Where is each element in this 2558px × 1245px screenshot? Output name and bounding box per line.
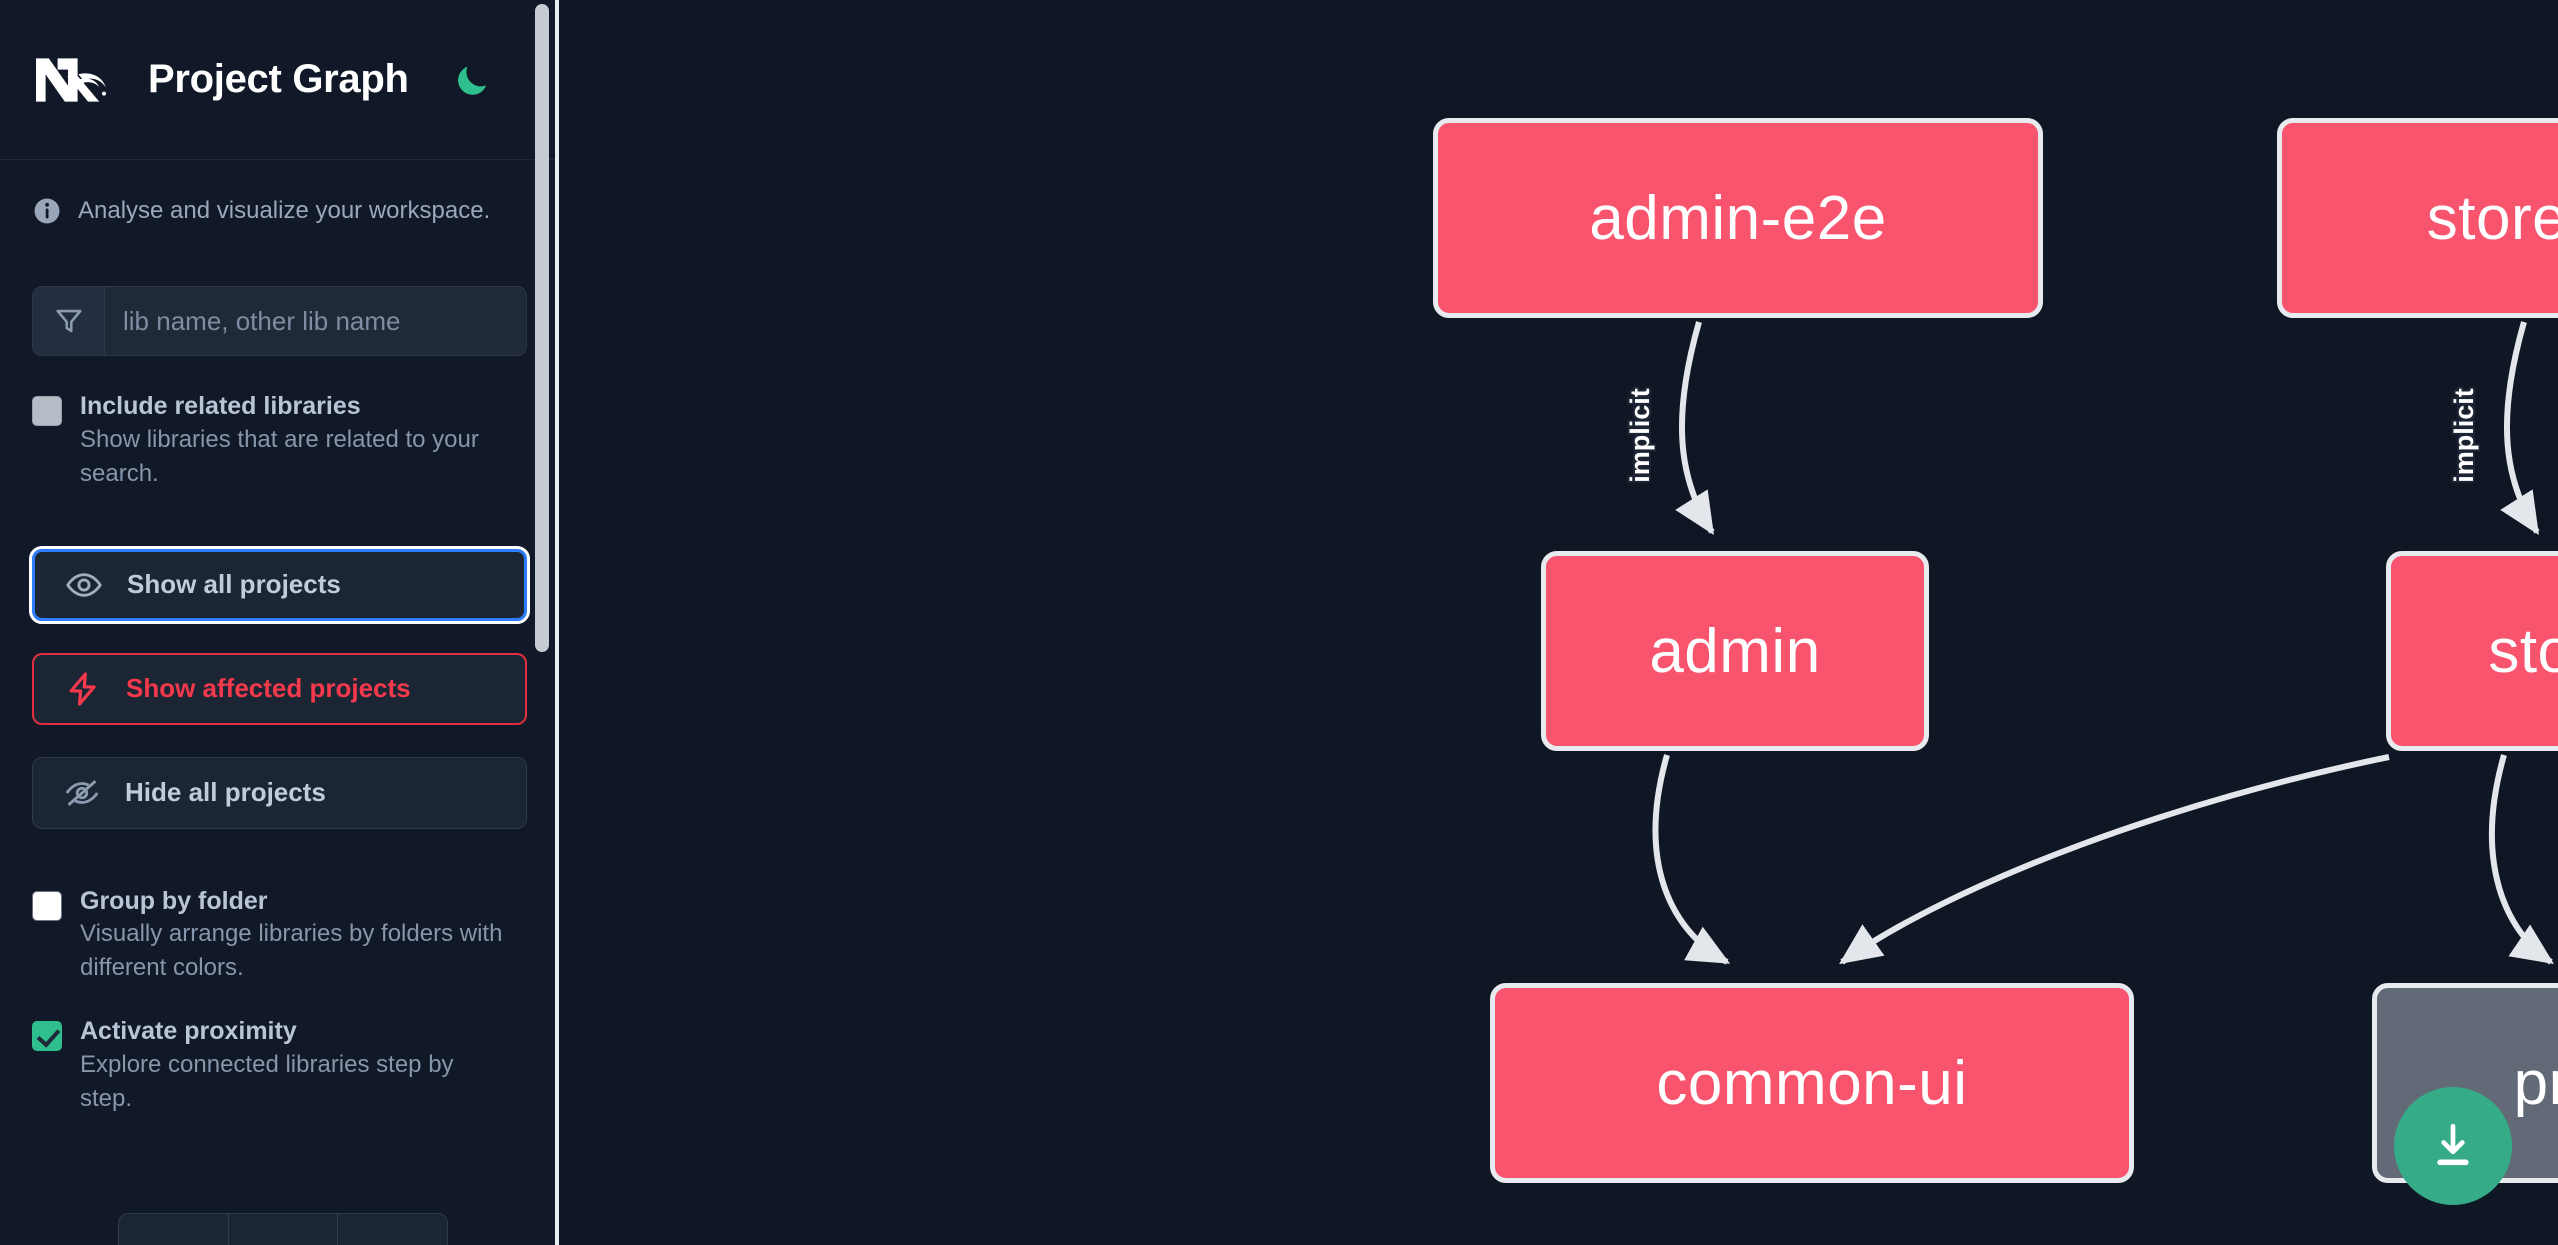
graph-node-label: admin-e2e xyxy=(1589,183,1887,253)
sidebar-header: Project Graph xyxy=(0,0,559,160)
graph-node-store[interactable]: store xyxy=(2386,551,2558,751)
moon-icon[interactable] xyxy=(451,59,493,101)
checkbox-activate-proximity-label: Activate proximity xyxy=(80,1017,297,1046)
checkbox-include-related-libraries-label: Include related libraries xyxy=(80,392,361,420)
checkbox-group-by-folder-desc: Visually arrange libraries by folders wi… xyxy=(80,920,503,982)
info-icon xyxy=(32,196,62,226)
edge-label-implicit-admin: implicit xyxy=(1624,388,1655,483)
checkbox-group-by-folder-label: Group by folder xyxy=(80,886,268,915)
show-affected-projects-label: Show affected projects xyxy=(126,673,411,704)
sidebar-scrollbar-thumb[interactable] xyxy=(535,4,549,652)
search-field[interactable] xyxy=(32,286,527,356)
edge-admin-e2e-admin xyxy=(1675,321,1715,536)
show-all-projects-label: Show all projects xyxy=(127,569,341,600)
edge-admin-common-ui xyxy=(1652,754,1731,965)
checkbox-group-by-folder[interactable]: Group by folder Visually arrange librari… xyxy=(0,885,559,986)
sidebar-tagline-text: Analyse and visualize your workspace. xyxy=(78,197,491,224)
show-all-projects-button[interactable]: Show all projects xyxy=(29,545,530,624)
search-input[interactable] xyxy=(105,287,526,355)
proximity-step-option[interactable] xyxy=(119,1214,229,1245)
checkbox-include-related-libraries-box[interactable] xyxy=(32,396,62,426)
lightning-icon xyxy=(64,670,102,708)
graph-node-admin[interactable]: admin xyxy=(1541,551,1929,751)
filter-funnel-icon xyxy=(33,287,105,355)
page-title: Project Graph xyxy=(148,57,409,101)
graph-node-label: admin xyxy=(1649,616,1821,686)
download-icon xyxy=(2437,1123,2469,1166)
graph-node-common-ui[interactable]: common-ui xyxy=(1490,983,2134,1183)
graph-node-label: store xyxy=(2488,616,2558,686)
graph-node-label: common-ui xyxy=(1656,1048,1968,1118)
edge-store-common-ui xyxy=(1839,754,2390,965)
graph-edges xyxy=(1652,321,2554,965)
proximity-step-option[interactable] xyxy=(229,1214,339,1245)
edge-label-implicit-store: implicit xyxy=(2448,388,2479,483)
checkbox-group-by-folder-box[interactable] xyxy=(32,890,62,921)
checkbox-activate-proximity-box[interactable] xyxy=(32,1021,62,1052)
edge-store-e2e-store xyxy=(2500,321,2540,536)
graph-node-label: store-e2e xyxy=(2426,183,2558,253)
proximity-stepper-group[interactable] xyxy=(118,1213,448,1245)
sidebar-tagline: Analyse and visualize your workspace. xyxy=(0,160,559,226)
checkbox-activate-proximity-desc: Explore connected libraries step by step… xyxy=(80,1050,454,1112)
graph-node-store-e2e[interactable]: store-e2e xyxy=(2277,118,2558,318)
graph-node-label: products xyxy=(2513,1048,2558,1118)
nx-logo-icon xyxy=(32,52,120,108)
checkbox-include-related-libraries-desc: Show libraries that are related to your … xyxy=(80,425,479,487)
sidebar-divider xyxy=(555,0,559,1245)
graph-canvas[interactable]: admin-e2e store-e2e admin store common-u… xyxy=(559,0,2558,1245)
graph-node-admin-e2e[interactable]: admin-e2e xyxy=(1433,118,2043,318)
eye-slash-icon xyxy=(63,774,101,812)
checkbox-activate-proximity[interactable]: Activate proximity Explore connected lib… xyxy=(0,1015,559,1116)
sidebar: Project Graph Analyse and visualize your… xyxy=(0,0,559,1245)
checkbox-include-related-libraries[interactable]: Include related libraries Show libraries… xyxy=(0,390,559,491)
show-affected-projects-button[interactable]: Show affected projects xyxy=(32,652,527,725)
eye-icon xyxy=(65,566,103,604)
download-graph-button[interactable] xyxy=(2394,1087,2512,1205)
hide-all-projects-label: Hide all projects xyxy=(125,777,326,808)
proximity-step-option[interactable] xyxy=(338,1214,447,1245)
edge-store-products xyxy=(2489,754,2554,965)
hide-all-projects-button[interactable]: Hide all projects xyxy=(32,756,527,829)
